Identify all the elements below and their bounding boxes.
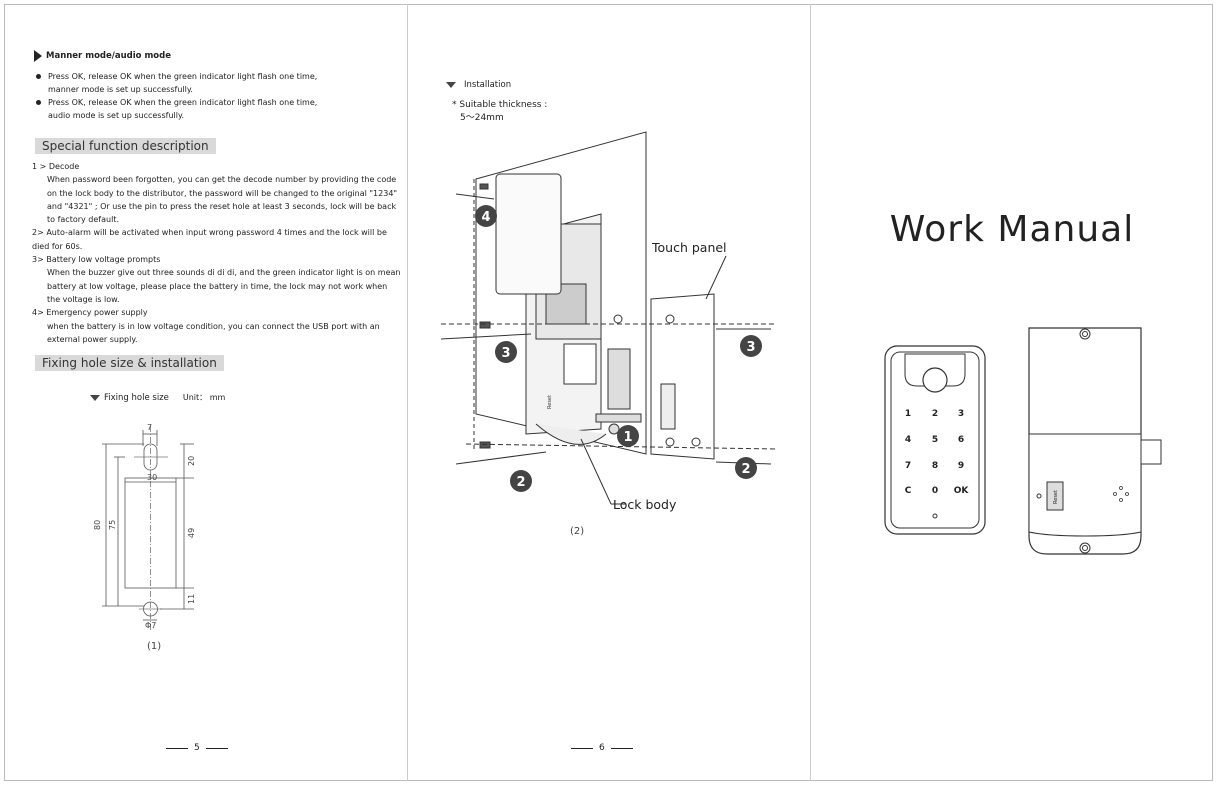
- page-number-text: 5: [194, 743, 200, 753]
- key-3: 3: [958, 409, 964, 419]
- item-body: When the buzzer give out three sounds di…: [47, 268, 401, 304]
- special-heading: Special function description: [35, 138, 216, 154]
- cover-title: Work Manual: [889, 209, 1135, 250]
- key-5: 5: [932, 435, 938, 445]
- page-6: Installation * Suitable thickness : 5～24…: [408, 4, 811, 781]
- dim-20: 20: [187, 456, 196, 466]
- list-item: Press OK, release OK when the green indi…: [36, 70, 396, 96]
- fingerprint-sensor-icon: [922, 367, 948, 393]
- page-divider-right: [810, 4, 811, 781]
- page-number-text: 6: [599, 743, 605, 753]
- item-head: 4> Emergency power supply: [32, 308, 148, 318]
- bullet-line: audio mode is set up successfully.: [48, 111, 185, 120]
- key-7: 7: [905, 461, 911, 471]
- lock-body-rear: Reset: [1028, 327, 1162, 555]
- touch-panel-label: Touch panel: [652, 240, 727, 255]
- reset-label: Reset: [547, 395, 553, 409]
- step-2-marker: 2: [516, 475, 525, 490]
- step-3-marker: 3: [501, 346, 510, 361]
- mode-bullets: Press OK, release OK when the green indi…: [36, 70, 396, 122]
- mode-title: Manner mode/audio mode: [34, 50, 171, 62]
- key-2: 2: [932, 409, 938, 419]
- key-0: 0: [932, 486, 938, 496]
- installation-text: Installation: [464, 80, 512, 90]
- dim-7-bottom: Φ7: [145, 621, 156, 630]
- list-item: Press OK, release OK when the green indi…: [36, 96, 396, 122]
- page-number-6: 6: [571, 743, 633, 753]
- item-head: 2> Auto-alarm will be activated when inp…: [32, 228, 387, 251]
- fixing-hole-diagram: 7 30 80 75 20 49 11 Φ7: [93, 423, 196, 630]
- dim-7-top: 7: [147, 423, 152, 432]
- dim-49: 49: [187, 528, 196, 538]
- triangle-right-icon: [34, 50, 42, 62]
- key-9: 9: [958, 461, 964, 471]
- item-head: 1 > Decode: [32, 162, 80, 171]
- list-item: 1 > Decode When password been forgotten,…: [32, 160, 402, 226]
- list-item: 3> Battery low voltage prompts When the …: [32, 253, 402, 306]
- installation-diagram: 4 3 3 1 2 2 Reset: [440, 131, 777, 505]
- figure-caption-2: (2): [570, 526, 585, 537]
- cover-page: Work Manual 1 2 3 4 5 6 7 8 9 C 0 OK: [811, 4, 1213, 781]
- page-divider-left: [407, 4, 408, 781]
- step-3-marker: 3: [746, 340, 755, 355]
- item-head: 3> Battery low voltage prompts: [32, 255, 161, 265]
- main-cutout: [124, 477, 177, 589]
- lock-body-label: Lock body: [613, 497, 677, 512]
- dim-30: 30: [147, 473, 157, 482]
- fixing-heading: Fixing hole size & installation: [35, 355, 224, 371]
- step-2-marker: 2: [741, 462, 750, 477]
- triangle-down-icon: [446, 82, 456, 88]
- dim-11: 11: [187, 594, 196, 604]
- bullet-line: Press OK, release OK when the green indi…: [48, 72, 318, 81]
- bullet-line: manner mode is set up successfully.: [48, 85, 193, 94]
- list-item: 4> Emergency power supply when the batte…: [32, 306, 402, 346]
- thickness-value: 5～24mm: [460, 113, 504, 123]
- special-list: 1 > Decode When password been forgotten,…: [32, 160, 402, 346]
- fixing-hole-label: Fixing hole size Unit： mm: [90, 392, 225, 403]
- key-1: 1: [905, 409, 911, 419]
- step-markers: [475, 205, 762, 492]
- item-body: When password been forgotten, you can ge…: [47, 175, 398, 225]
- installation-label: Installation: [446, 80, 511, 90]
- dim-80: 80: [93, 520, 102, 530]
- key-8: 8: [932, 461, 938, 471]
- page-5: Manner mode/audio mode Press OK, release…: [4, 4, 408, 781]
- key-ok: OK: [954, 486, 970, 496]
- manual-sheet: [4, 4, 1213, 781]
- thickness-line: * Suitable thickness :: [452, 100, 548, 110]
- item-body: when the battery is in low voltage condi…: [47, 321, 380, 344]
- fixing-label-text: Fixing hole size: [104, 392, 169, 403]
- touch-panel: [650, 293, 715, 460]
- key-c: C: [905, 486, 912, 496]
- list-item: 2> Auto-alarm will be activated when inp…: [32, 226, 402, 253]
- figure-caption-1: (1): [147, 641, 162, 652]
- battery-cover: [495, 173, 562, 295]
- triangle-down-icon: [90, 394, 100, 401]
- keypad-panel: 1 2 3 4 5 6 7 8 9 C 0 OK: [884, 345, 986, 535]
- key-4: 4: [905, 435, 911, 445]
- reset-button-label: Reset: [1053, 490, 1059, 504]
- dim-75: 75: [108, 520, 117, 530]
- mode-title-text: Manner mode/audio mode: [46, 51, 171, 61]
- thickness-note: * Suitable thickness : 5～24mm: [452, 99, 547, 125]
- step-4-marker: 4: [481, 210, 490, 225]
- indicator-light-icon: [932, 513, 938, 519]
- bullet-line: Press OK, release OK when the green indi…: [48, 98, 318, 107]
- step-1-marker: 1: [623, 430, 632, 445]
- key-6: 6: [958, 435, 964, 445]
- unit-text: Unit： mm: [182, 393, 226, 402]
- page-number-5: 5: [166, 743, 228, 753]
